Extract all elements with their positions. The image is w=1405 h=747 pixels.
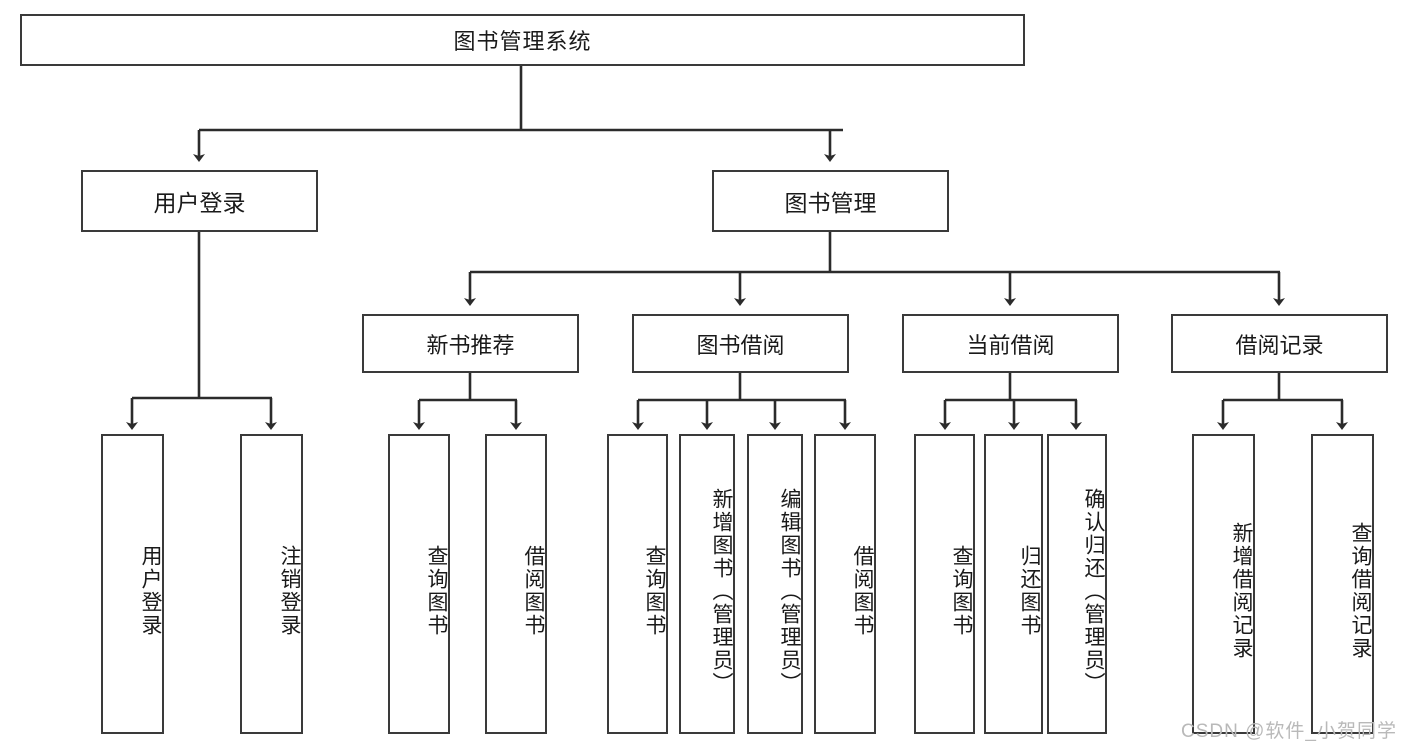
node-new-book-recommendation[interactable]: 新书推荐	[362, 314, 579, 373]
leaf-logout[interactable]: 注销登录	[240, 434, 303, 734]
node-current-borrowing[interactable]: 当前借阅	[902, 314, 1119, 373]
leaf-user-login[interactable]: 用户登录	[101, 434, 164, 734]
node-root-book-management-system[interactable]: 图书管理系统	[20, 14, 1025, 66]
node-label: 借阅图书	[851, 545, 874, 637]
node-label: 归还图书	[1018, 545, 1041, 637]
node-label: 注销登录	[278, 545, 301, 637]
node-label: 当前借阅	[966, 332, 1055, 358]
leaf-return-books[interactable]: 归还图书	[984, 434, 1043, 734]
node-user-login[interactable]: 用户登录	[81, 170, 318, 232]
node-label: 查询图书	[950, 545, 973, 637]
node-label: 确认归还（管理员）	[1082, 487, 1105, 695]
node-label: 用户登录	[139, 545, 162, 637]
node-label: 查询图书	[643, 545, 666, 637]
leaf-confirm-return-admin[interactable]: 确认归还（管理员）	[1047, 434, 1107, 734]
leaf-query-books-recommendation[interactable]: 查询图书	[388, 434, 450, 734]
node-label: 查询借阅记录	[1349, 522, 1372, 660]
node-label: 查询图书	[425, 545, 448, 637]
watermark: CSDN @软件_小贺同学	[1181, 721, 1397, 742]
leaf-add-borrowing-record[interactable]: 新增借阅记录	[1192, 434, 1255, 734]
node-label: 编辑图书（管理员）	[778, 487, 801, 695]
node-label: 用户登录	[153, 190, 246, 216]
node-label: 借阅图书	[522, 545, 545, 637]
node-book-borrowing[interactable]: 图书借阅	[632, 314, 849, 373]
leaf-query-books-current[interactable]: 查询图书	[914, 434, 975, 734]
node-borrowing-records[interactable]: 借阅记录	[1171, 314, 1388, 373]
node-label: 新增图书（管理员）	[710, 487, 733, 695]
node-label: 图书管理系统	[453, 29, 592, 54]
leaf-borrow-books-borrowing[interactable]: 借阅图书	[814, 434, 876, 734]
leaf-query-borrowing-record[interactable]: 查询借阅记录	[1311, 434, 1374, 734]
node-label: 新书推荐	[426, 332, 515, 358]
node-label: 图书借阅	[696, 332, 785, 358]
leaf-add-book-admin[interactable]: 新增图书（管理员）	[679, 434, 735, 734]
node-book-management[interactable]: 图书管理	[712, 170, 949, 232]
node-label: 新增借阅记录	[1230, 522, 1253, 660]
node-label: 借阅记录	[1235, 332, 1324, 358]
leaf-edit-book-admin[interactable]: 编辑图书（管理员）	[747, 434, 803, 734]
leaf-borrow-books-recommendation[interactable]: 借阅图书	[485, 434, 547, 734]
leaf-query-books-borrowing[interactable]: 查询图书	[607, 434, 668, 734]
node-label: 图书管理	[784, 190, 877, 216]
